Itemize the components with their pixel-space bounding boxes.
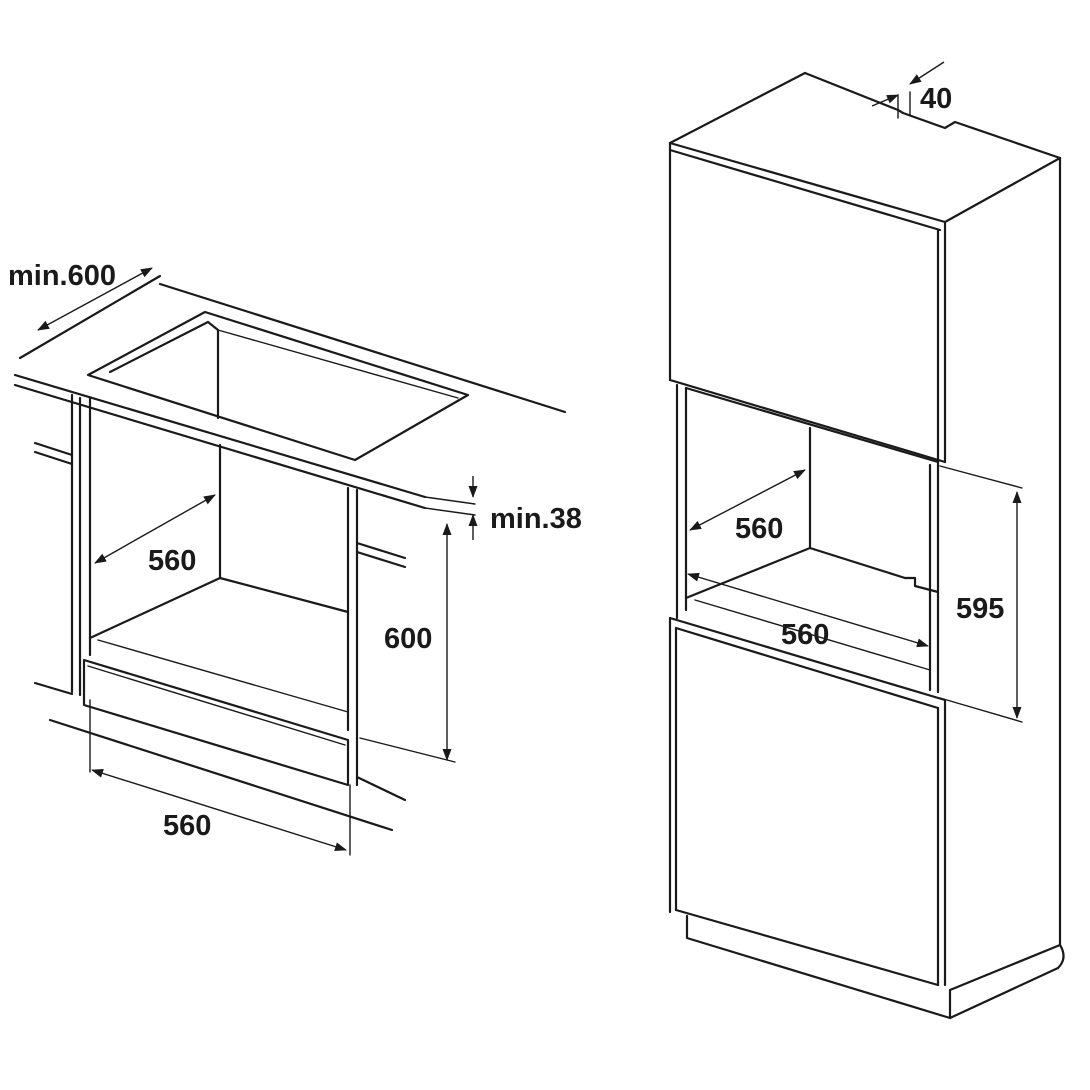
niche-depth-label: 560	[148, 545, 196, 577]
dimension-niche-depth: 560	[94, 494, 216, 577]
dimension-worktop-depth: min.600	[8, 260, 153, 331]
tall-column-installation: 40 560 560 595	[668, 61, 1065, 1020]
upper-cabinet	[668, 141, 1062, 947]
dimension-column-depth: 560	[689, 469, 806, 545]
niche-width-label: 560	[163, 810, 211, 842]
dimension-worktop-thickness: min.38	[468, 476, 582, 540]
under-counter-installation: min.600 min.38 560 600 560	[8, 260, 582, 856]
column-depth-label: 560	[735, 513, 783, 545]
column-height-label: 595	[956, 593, 1004, 625]
column-top	[668, 71, 1062, 232]
worktop	[13, 274, 567, 516]
column-width-label: 560	[781, 619, 829, 651]
worktop-depth-label: min.600	[8, 260, 116, 292]
oven-niche	[33, 393, 407, 832]
niche-height-label: 600	[384, 623, 432, 655]
dimension-niche-width: 560	[89, 699, 351, 856]
worktop-thickness-label: min.38	[490, 503, 582, 535]
top-clearance-label: 40	[920, 83, 952, 115]
hob-cutout	[86, 310, 470, 462]
dimension-column-height: 595	[939, 465, 1023, 723]
dimension-column-width: 560	[687, 572, 929, 651]
lower-cabinet	[668, 616, 1065, 1020]
dimension-niche-height: 600	[359, 523, 456, 763]
dimension-top-clearance: 40	[871, 61, 952, 119]
